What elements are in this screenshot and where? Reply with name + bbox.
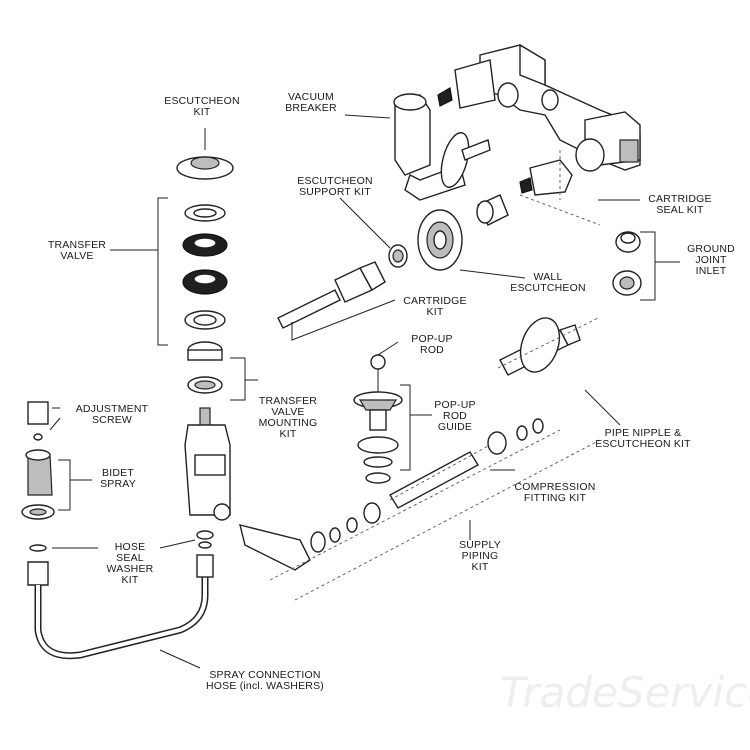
assembly-dashed-lines: [269, 150, 601, 601]
label-hose-seal-washer-kit: HOSE SEAL WASHER KIT: [106, 541, 154, 586]
label-vacuum-breaker: VACUUM BREAKER: [285, 91, 337, 114]
label-pop-up-rod-guide: POP-UP ROD GUIDE: [434, 399, 476, 433]
label-bidet-spray: BIDET SPRAY: [100, 467, 136, 490]
wall-escutcheon-part: [417, 209, 463, 271]
bidet-spray-part: [21, 401, 55, 520]
ground-joint-inlet-part: [612, 231, 642, 296]
label-transfer-valve-mounting-kit: TRANSFER VALVE MOUNTING KIT: [258, 395, 318, 440]
pop-up-rod-part: [353, 354, 403, 484]
label-cartridge-seal-kit: CARTRIDGE SEAL KIT: [648, 193, 712, 216]
escutcheon-support-part: [388, 244, 408, 268]
label-pipe-nipple-escutcheon-kit: PIPE NIPPLE & ESCUTCHEON KIT: [595, 427, 691, 450]
label-escutcheon-support-kit: ESCUTCHEON SUPPORT KIT: [297, 175, 373, 198]
label-adjustment-screw: ADJUSTMENT SCREW: [75, 403, 149, 426]
spray-hose-part: [27, 544, 214, 660]
vacuum-breaker-part: [393, 93, 491, 201]
leader-lines: [49, 114, 680, 669]
label-transfer-valve: TRANSFER VALVE: [47, 239, 107, 262]
label-pop-up-rod: POP-UP ROD: [411, 333, 453, 356]
transfer-valve-stack: [182, 204, 228, 394]
label-wall-escutcheon: WALL ESCUTCHEON: [510, 271, 586, 294]
pipe-nipple-part: [499, 317, 581, 376]
transfer-valve-body: [184, 407, 231, 549]
supply-pipe-part: [239, 451, 479, 571]
cartridge-part: [277, 261, 386, 329]
label-spray-connection-hose: SPRAY CONNECTION HOSE (incl. WASHERS): [206, 669, 324, 692]
label-cartridge-kit: CARTRIDGE KIT: [403, 295, 467, 318]
label-escutcheon-kit: ESCUTCHEON KIT: [164, 95, 240, 118]
label-ground-joint-inlet: GROUND JOINT INLET: [687, 243, 735, 277]
valve-body-assembly: [437, 43, 641, 172]
escutcheon-kit-part: [176, 156, 234, 180]
label-compression-fitting-kit: COMPRESSION FITTING KIT: [514, 481, 596, 504]
compression-fitting-part: [487, 418, 544, 455]
watermark: TradeService: [500, 668, 750, 717]
label-supply-piping-kit: SUPPLY PIPING KIT: [459, 539, 501, 573]
cartridge-seal-parts: [476, 159, 573, 226]
